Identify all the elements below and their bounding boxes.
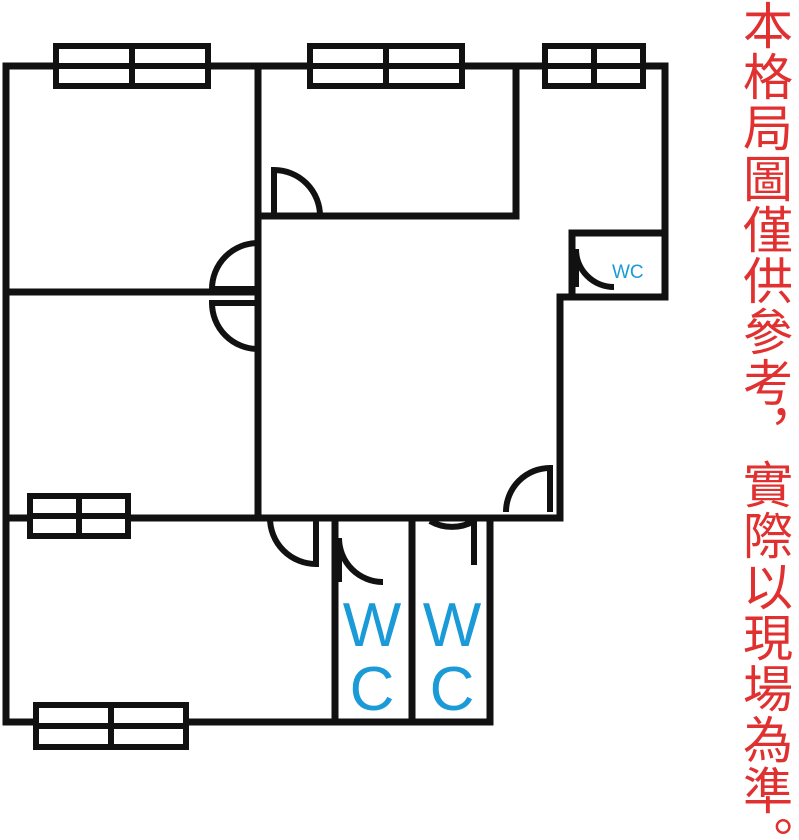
window-bottom — [33, 702, 189, 750]
disclaimer-notice: 本格局圖僅供參考，實際以現場為準。 — [735, 0, 793, 840]
floor-plan: WC W C W C — [2, 43, 669, 750]
windows — [27, 43, 646, 750]
door-top-room — [271, 166, 323, 217]
window-top-right — [542, 43, 646, 89]
wall-small-wc — [568, 229, 669, 301]
window-left — [27, 493, 131, 539]
door-lower-bedroom — [208, 300, 259, 352]
door-small-wc — [573, 248, 615, 290]
wc-label-small: WC — [612, 262, 644, 283]
door-wc-1 — [336, 537, 384, 585]
door-living-right — [503, 464, 553, 513]
walls — [2, 62, 669, 726]
window-top-middle — [307, 43, 465, 89]
doors — [208, 166, 615, 585]
wc-label-2-c: C — [430, 655, 475, 724]
door-bottom-bedroom — [267, 517, 319, 568]
window-top-left — [53, 43, 211, 89]
door-wc-2 — [428, 515, 477, 565]
door-upper-bedroom — [208, 240, 259, 292]
wc-label-2-w: W — [423, 591, 482, 660]
wc-label-1-w: W — [343, 591, 402, 660]
wc-label-1-c: C — [350, 655, 395, 724]
